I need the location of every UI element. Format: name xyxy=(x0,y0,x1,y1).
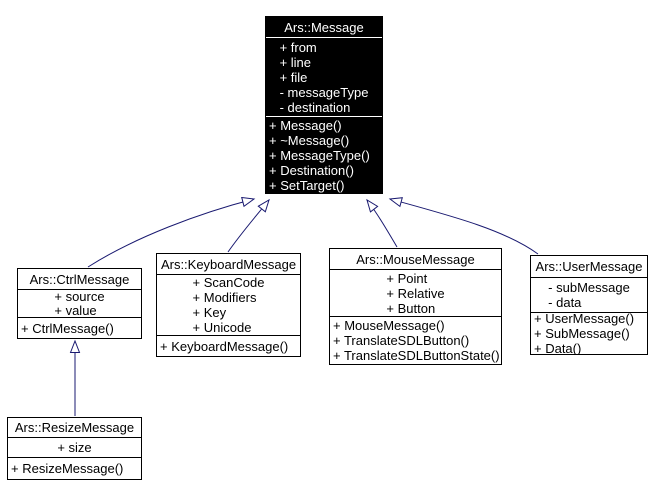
attribute: - data xyxy=(548,295,582,310)
class-title: Ars::UserMessage xyxy=(531,256,647,278)
class-attributes: + ScanCode + Modifiers + Key + Unicode xyxy=(157,275,300,336)
class-box-ars-mousemessage[interactable]: Ars::MouseMessage + Point + Relative + B… xyxy=(329,248,502,365)
class-attributes: + source + value xyxy=(18,290,141,318)
class-title: Ars::MouseMessage xyxy=(330,249,501,270)
method: + TranslateSDLButton() xyxy=(333,333,470,348)
attribute: + Relative xyxy=(386,285,445,301)
attribute: + file xyxy=(279,69,308,85)
method: + MessageType() xyxy=(269,147,370,163)
attribute: + Point xyxy=(386,270,428,286)
attribute: - destination xyxy=(279,99,351,115)
class-box-ars-message[interactable]: Ars::Message + from + line + file - mess… xyxy=(265,16,383,194)
class-title: Ars::Message xyxy=(266,17,382,38)
class-attributes: + from + line + file - messageType - des… xyxy=(266,38,382,117)
method: + Data() xyxy=(534,341,582,354)
attribute: + Modifiers xyxy=(192,290,257,305)
method: + KeyboardMessage() xyxy=(160,338,289,354)
class-methods: + KeyboardMessage() xyxy=(157,336,300,356)
method: + CtrlMessage() xyxy=(21,320,114,336)
class-methods: + Message() + ~Message() + MessageType()… xyxy=(266,117,382,193)
method: + ~Message() xyxy=(269,132,350,148)
class-box-ars-resizemessage[interactable]: Ars::ResizeMessage + size + ResizeMessag… xyxy=(7,417,142,480)
attribute: + Unicode xyxy=(192,320,252,335)
class-title: Ars::CtrlMessage xyxy=(18,269,141,290)
attribute: - messageType xyxy=(279,84,369,100)
method: + UserMessage() xyxy=(534,313,635,326)
attribute: + from xyxy=(279,39,317,55)
attribute: + value xyxy=(54,302,97,318)
class-methods: + CtrlMessage() xyxy=(18,318,141,338)
method: + TranslateSDLButtonState() xyxy=(333,348,500,363)
class-box-ars-keyboardmessage[interactable]: Ars::KeyboardMessage + ScanCode + Modifi… xyxy=(156,253,301,357)
inheritance-arrow-usermessage-to-message xyxy=(388,197,539,255)
method: + SubMessage() xyxy=(534,326,630,341)
method: + SetTarget() xyxy=(269,177,345,193)
attribute: + Key xyxy=(192,305,227,320)
class-title: Ars::KeyboardMessage xyxy=(157,254,300,275)
class-box-ars-usermessage[interactable]: Ars::UserMessage - subMessage - data + U… xyxy=(530,255,648,355)
class-attributes: + Point + Relative + Button xyxy=(330,270,501,317)
method: + Destination() xyxy=(269,162,354,178)
attribute: + line xyxy=(279,54,312,70)
class-title: Ars::ResizeMessage xyxy=(8,418,141,438)
attribute: - subMessage xyxy=(548,280,630,295)
class-box-ars-ctrlmessage[interactable]: Ars::CtrlMessage + source + value + Ctrl… xyxy=(17,268,142,339)
attribute: + Button xyxy=(386,300,436,316)
class-attributes: - subMessage - data xyxy=(531,278,647,313)
attribute: + source xyxy=(54,290,105,304)
attribute: + size xyxy=(57,440,92,455)
class-methods: + UserMessage() + SubMessage() + Data() xyxy=(531,313,647,354)
class-attributes: + size xyxy=(8,438,141,458)
class-methods: + MouseMessage() + TranslateSDLButton() … xyxy=(330,317,501,364)
inheritance-arrow-mousemessage-to-message xyxy=(366,198,398,248)
class-methods: + ResizeMessage() xyxy=(8,458,141,479)
method: + MouseMessage() xyxy=(333,318,445,333)
inheritance-arrow-keyboardmessage-to-message xyxy=(227,198,270,253)
method: + ResizeMessage() xyxy=(11,461,124,476)
attribute: + ScanCode xyxy=(192,275,265,290)
method: + Message() xyxy=(269,117,342,133)
